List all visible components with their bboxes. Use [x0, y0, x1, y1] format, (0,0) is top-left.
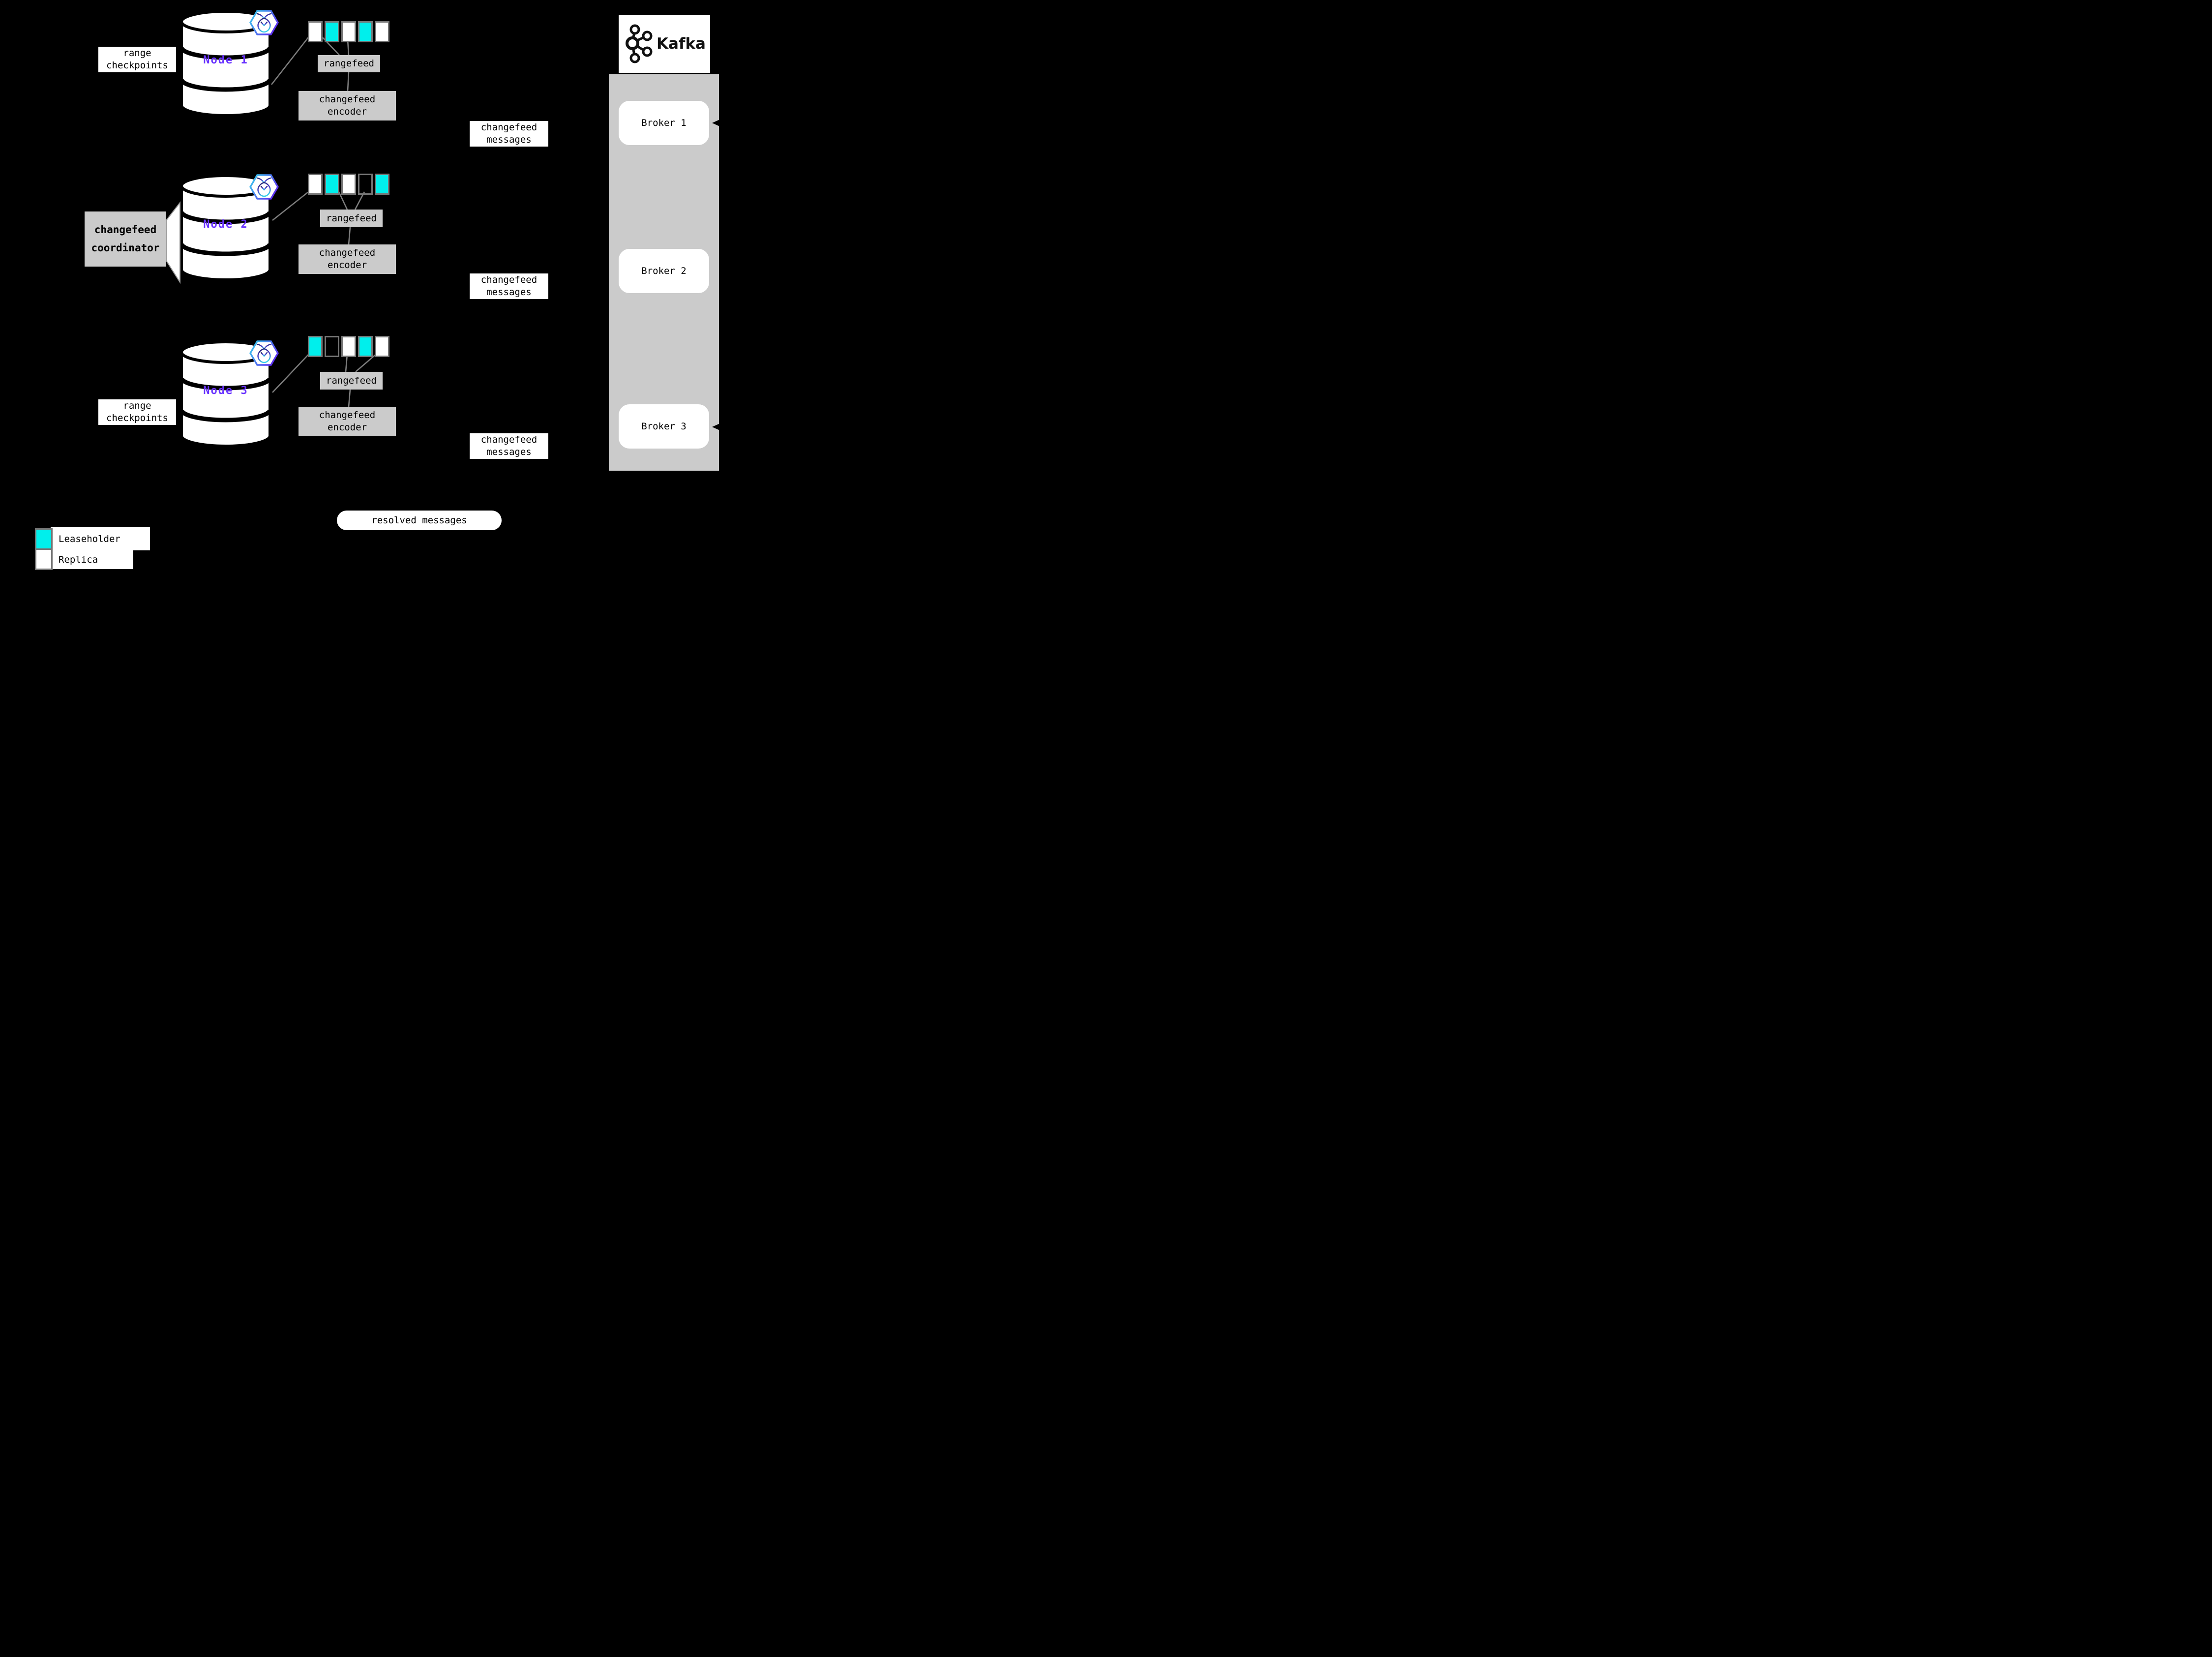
range-replica-rect — [341, 336, 356, 357]
changefeed-messages-box: changefeed messages — [470, 273, 548, 299]
node3-cylinder-to-ranges-line — [272, 354, 309, 393]
resolved-messages-pill: resolved messages — [337, 511, 502, 530]
range-leaseholder-rect — [375, 174, 389, 195]
range-leaseholder-rect — [325, 21, 339, 42]
broker1-arrowhead-icon — [712, 119, 722, 127]
broker3-arrowhead-icon — [712, 423, 721, 431]
changefeed-messages-box: changefeed messages — [470, 121, 548, 147]
kafka-logo-box: Kafka — [619, 15, 710, 73]
coordinator-pointer-shape — [166, 201, 180, 284]
node2-cylinder-to-ranges-line — [272, 191, 308, 221]
node3-rangefeed-to-encoder-line — [348, 389, 351, 407]
node-name-label: Node 2 — [203, 218, 248, 231]
kafka-broker-box-3: Broker 3 — [619, 404, 709, 449]
kafka-broker-box-2: Broker 2 — [619, 249, 709, 293]
database-cylinder: Node 3 — [179, 340, 272, 448]
node-name-label: Node 3 — [203, 385, 248, 397]
database-cylinder: Node 2 — [179, 174, 272, 281]
range-empty-rect — [358, 174, 373, 195]
database-cylinder: Node 1 — [179, 10, 272, 117]
node2-range-to-rangefeed-line — [338, 191, 348, 210]
range-leaseholder-rect — [325, 174, 339, 195]
rangefeed-box: rangefeed — [320, 210, 383, 227]
range-checkpoints-box: range checkpoints — [98, 47, 176, 72]
range-leaseholder-rect — [308, 336, 323, 357]
kafka-broker-box-1: Broker 1 — [619, 101, 709, 145]
range-replica-rect — [308, 174, 323, 195]
node3-range-to-rangefeed-line2 — [355, 354, 377, 372]
range-leaseholder-rect — [358, 21, 373, 42]
changefeed-encoder-box: changefeed encoder — [299, 407, 396, 436]
node2-range-to-rangefeed-line2 — [354, 191, 365, 210]
range-replica-rect — [375, 21, 389, 42]
range-replica-rect — [375, 336, 389, 357]
legend-swatch-replica — [35, 548, 53, 570]
legend-swatch-leaseholder — [35, 528, 53, 550]
node1-rangefeed-to-encoder-line — [347, 72, 350, 91]
changefeed-coordinator-box: changefeed coordinator — [85, 211, 166, 267]
changefeed-messages-box: changefeed messages — [470, 433, 548, 459]
rangefeed-box: rangefeed — [318, 55, 380, 72]
node3-range-to-rangefeed-line — [345, 354, 348, 372]
node1-range-to-rangefeed-line2 — [347, 39, 350, 56]
node-name-label: Node 1 — [203, 54, 248, 66]
range-checkpoints-box: range checkpoints — [98, 399, 176, 425]
range-replica-rect — [341, 174, 356, 195]
gray-connector-lines — [270, 34, 377, 407]
connector-lines-layer — [166, 34, 722, 431]
range-replica-rect — [308, 21, 323, 42]
range-leaseholder-rect — [358, 336, 373, 357]
node1-cylinder-to-ranges-line — [270, 37, 309, 85]
changefeed-encoder-box: changefeed encoder — [299, 244, 396, 274]
kafka-wordmark: Kafka — [657, 35, 706, 53]
range-empty-rect — [325, 336, 339, 357]
legend-label-leaseholder: Leaseholder — [51, 527, 150, 550]
changefeed-architecture-diagram: Node 1 rangefeed changefeed encoder chan… — [0, 0, 771, 577]
changefeed-encoder-box: changefeed encoder — [299, 91, 396, 121]
legend-label-replica: Replica — [51, 550, 133, 569]
rangefeed-box: rangefeed — [320, 372, 383, 390]
kafka-logo-icon — [626, 24, 653, 63]
node2-rangefeed-to-encoder-line — [348, 227, 351, 245]
range-replica-rect — [341, 21, 356, 42]
node1-range-to-rangefeed-line — [319, 34, 340, 56]
